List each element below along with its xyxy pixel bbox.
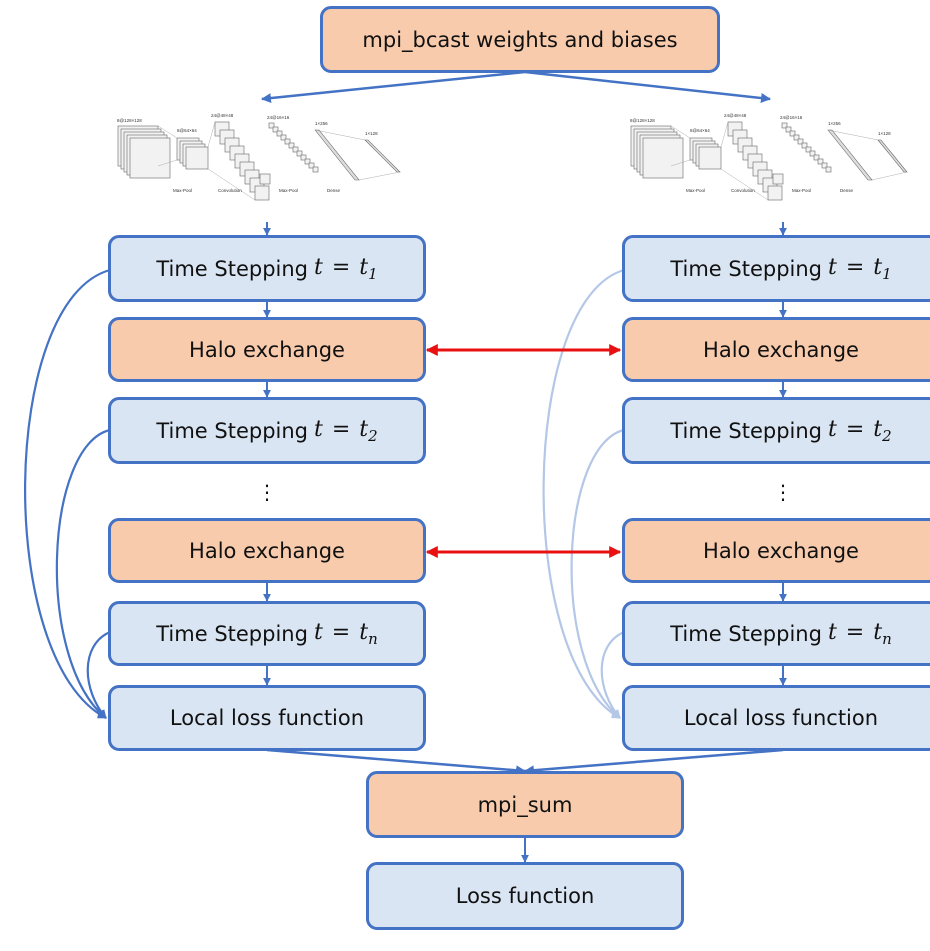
reduce-arrow-right — [524, 748, 784, 776]
cnn-label-5: 1×256 — [828, 121, 841, 126]
cnn-label-3: 24@48×48 — [724, 113, 747, 118]
cnn-label-2: 8@64×64 — [690, 128, 710, 133]
cnn-label-6: 1×128 — [365, 131, 378, 136]
time-step-2-math: t=t2 — [314, 416, 378, 445]
time-step-n-label: Time Stepping — [156, 621, 308, 646]
bcast-arrow-left — [261, 70, 526, 104]
time-step-2-box: Time Stepping t=t2 — [622, 397, 930, 464]
cnn-label-3: 24@48×48 — [211, 113, 234, 118]
time-step-n-math: t=tn — [313, 619, 378, 648]
cnn-label-4: 24@16×16 — [780, 115, 803, 120]
loss-function-label: Loss function — [455, 884, 595, 908]
halo-exchange-2-box: Halo exchange — [622, 518, 930, 583]
time-step-1-label: Time Stepping — [156, 256, 308, 281]
time-step-1-label: Time Stepping — [670, 256, 822, 281]
cnn-thumbnail-left: 8@128×128 8@64×64 24@48×48 24@16×16 1×25… — [117, 113, 401, 201]
mpi-sum-label: mpi_sum — [477, 792, 573, 817]
cnn-bottom-label-4: Dense — [840, 188, 854, 193]
halo-exchange-2-label: Halo exchange — [703, 538, 859, 563]
halo-exchange-1-box: Halo exchange — [622, 317, 930, 382]
cnn-label-1: 8@128×128 — [630, 118, 655, 123]
mpi-sum-box: mpi_sum — [366, 771, 684, 838]
time-step-2-box: Time Stepping t=t2 — [108, 397, 426, 464]
cnn-bottom-label-1: Max-Pool — [686, 188, 705, 193]
halo-exchange-1-label: Halo exchange — [189, 337, 345, 362]
time-step-n-math: t=tn — [827, 619, 892, 648]
halo-exchange-2-box: Halo exchange — [108, 518, 426, 583]
halo-exchange-1-box: Halo exchange — [108, 317, 426, 382]
cnn-bottom-label-1: Max-Pool — [173, 188, 192, 193]
loss-function-box: Loss function — [366, 862, 684, 930]
mpi-bcast-label: mpi_bcast weights and biases — [362, 27, 678, 52]
time-step-2-label: Time Stepping — [670, 418, 822, 443]
time-step-n-label: Time Stepping — [670, 621, 822, 646]
ellipsis: ⋮ — [773, 480, 793, 504]
cnn-bottom-label-3: Max-Pool — [279, 188, 298, 193]
cnn-bottom-label-2: Convolution — [218, 188, 242, 193]
local-loss-label: Local loss function — [683, 706, 879, 730]
halo-exchange-1-label: Halo exchange — [703, 337, 859, 362]
cnn-bottom-label-4: Dense — [327, 188, 341, 193]
time-step-1-box: Time Stepping t=t1 — [108, 235, 426, 302]
time-step-1-math: t=t1 — [314, 254, 378, 283]
mpi-bcast-box: mpi_bcast weights and biases — [320, 6, 720, 73]
cnn-label-4: 24@16×16 — [267, 115, 290, 120]
skip-connections-right — [542, 268, 625, 719]
time-step-n-box: Time Stepping t=tn — [622, 601, 930, 666]
local-loss-box: Local loss function — [622, 685, 930, 751]
halo-exchange-2-label: Halo exchange — [189, 538, 345, 563]
local-loss-label: Local loss function — [169, 706, 365, 730]
bcast-arrow-right — [524, 70, 771, 103]
cnn-label-2: 8@64×64 — [177, 128, 197, 133]
cnn-thumbnail-right: 8@128×128 8@64×64 24@48×48 24@16×16 1×25… — [630, 113, 908, 201]
time-step-2-label: Time Stepping — [156, 418, 308, 443]
cnn-bottom-label-3: Max-Pool — [792, 188, 811, 193]
local-loss-box: Local loss function — [108, 685, 426, 751]
skip-connections-left — [24, 268, 111, 719]
cnn-label-5: 1×256 — [315, 121, 328, 126]
time-step-1-math: t=t1 — [828, 254, 892, 283]
reduce-arrow-left — [266, 748, 526, 776]
cnn-label-1: 8@128×128 — [117, 118, 142, 123]
time-step-1-box: Time Stepping t=t1 — [622, 235, 930, 302]
time-step-2-math: t=t2 — [828, 416, 892, 445]
time-step-n-box: Time Stepping t=tn — [108, 601, 426, 666]
cnn-bottom-label-2: Convolution — [731, 188, 755, 193]
ellipsis: ⋮ — [257, 480, 277, 504]
cnn-label-6: 1×128 — [878, 131, 891, 136]
